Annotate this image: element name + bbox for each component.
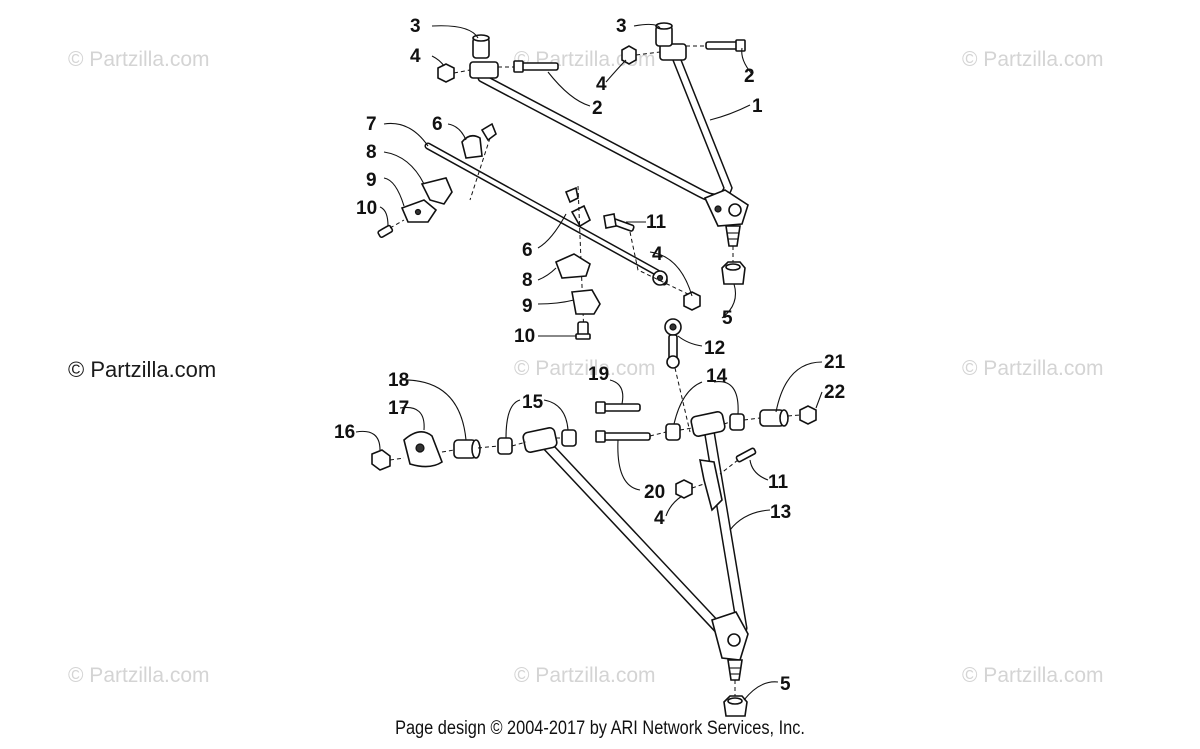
bolt-19[interactable] — [595, 401, 641, 414]
leader-lines — [355, 23, 823, 701]
callout-5: 5 — [780, 674, 791, 695]
watermark: © Partzilla.com — [962, 357, 1104, 380]
nut-4-top-right[interactable] — [621, 45, 661, 65]
watermark-main: © Partzilla.com — [68, 357, 217, 382]
callout-11: 11 — [646, 212, 667, 233]
callout-4: 4 — [654, 508, 665, 529]
watermark: © Partzilla.com — [68, 48, 210, 71]
callout-4: 4 — [652, 244, 663, 265]
callout-6: 6 — [432, 114, 443, 135]
callout-8: 8 — [522, 270, 533, 291]
nut-4-top-left[interactable] — [437, 63, 471, 83]
callout-2: 2 — [592, 98, 603, 119]
callout-16: 16 — [334, 422, 355, 443]
nut-4-middle[interactable] — [683, 291, 701, 311]
clamp-6-lower[interactable] — [564, 185, 592, 337]
bushing-14-left[interactable] — [665, 423, 681, 441]
callout-1: 1 — [752, 96, 763, 117]
callout-14: 14 — [706, 366, 728, 387]
clamp-6-upper[interactable] — [461, 122, 497, 201]
bolt-2-left[interactable] — [498, 60, 559, 73]
stabilizer-link-12[interactable] — [664, 318, 691, 433]
bushing-3-left[interactable] — [472, 34, 490, 59]
nut-22[interactable] — [799, 405, 817, 425]
callout-21: 21 — [824, 352, 846, 373]
callout-18: 18 — [388, 370, 409, 391]
callout-11: 11 — [768, 472, 789, 493]
bracket-9-lower[interactable] — [571, 289, 601, 315]
watermark: © Partzilla.com — [68, 664, 210, 687]
watermark: © Partzilla.com — [514, 664, 656, 687]
lower-a-arm[interactable] — [522, 411, 749, 681]
bolt-10-upper[interactable] — [377, 219, 405, 239]
callout-3: 3 — [410, 16, 421, 37]
callout-6: 6 — [522, 240, 533, 261]
upper-a-arm[interactable] — [469, 43, 749, 247]
bolt-2-right[interactable] — [686, 39, 746, 52]
callouts: 1 2 2 3 3 4 4 4 4 5 5 6 6 7 8 8 9 9 10 1… — [334, 16, 846, 695]
bracket-8-upper[interactable] — [420, 177, 453, 205]
callout-10: 10 — [356, 198, 377, 219]
nut-4-lower[interactable] — [675, 479, 705, 499]
watermark: © Partzilla.com — [962, 48, 1104, 71]
sleeve-18[interactable] — [453, 439, 481, 459]
bolt-11-upper[interactable] — [603, 213, 693, 297]
bracket-8-lower[interactable] — [554, 253, 591, 279]
callout-17: 17 — [388, 398, 409, 419]
bushing-14-right[interactable] — [729, 413, 745, 431]
bolt-20[interactable] — [595, 430, 667, 443]
callout-20: 20 — [644, 482, 665, 503]
watermark: © Partzilla.com — [514, 357, 656, 380]
callout-7: 7 — [366, 114, 377, 135]
nut-5-lower[interactable] — [723, 680, 748, 717]
bolt-10-lower[interactable] — [575, 321, 591, 340]
callout-13: 13 — [770, 502, 791, 523]
nut-16[interactable] — [371, 449, 391, 471]
callout-22: 22 — [824, 382, 845, 403]
sleeve-21[interactable] — [759, 409, 789, 427]
bracket-17[interactable] — [403, 431, 443, 468]
callout-4: 4 — [596, 74, 607, 95]
bushing-15-left[interactable] — [497, 437, 513, 455]
watermark: © Partzilla.com — [962, 664, 1104, 687]
callout-4: 4 — [410, 46, 421, 67]
callout-9: 9 — [366, 170, 377, 191]
callout-19: 19 — [588, 364, 609, 385]
stabilizer-bar[interactable] — [424, 142, 668, 286]
bushing-15-right[interactable] — [561, 429, 577, 447]
copyright-footer: Page design © 2004-2017 by ARI Network S… — [395, 718, 805, 739]
callout-10: 10 — [514, 326, 535, 347]
callout-12: 12 — [704, 338, 725, 359]
callout-3: 3 — [616, 16, 627, 37]
callout-15: 15 — [522, 392, 544, 413]
callout-2: 2 — [744, 66, 755, 87]
bracket-9-upper[interactable] — [400, 199, 438, 223]
callout-8: 8 — [366, 142, 377, 163]
bolt-11-lower[interactable] — [719, 447, 757, 475]
nut-5-upper[interactable] — [721, 246, 746, 285]
callout-9: 9 — [522, 296, 533, 317]
callout-5: 5 — [722, 308, 733, 329]
